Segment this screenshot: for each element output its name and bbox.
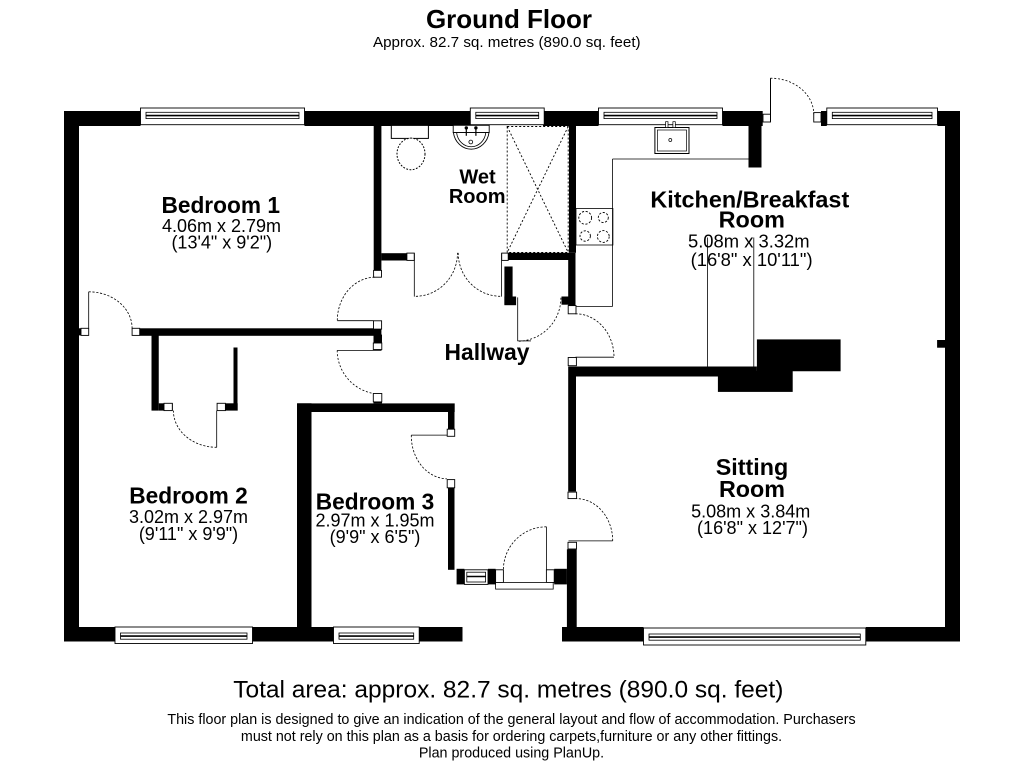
svg-text:Room: Room xyxy=(719,476,785,502)
svg-text:Hallway: Hallway xyxy=(445,339,530,365)
svg-text:Approx. 82.7 sq. metres (890.0: Approx. 82.7 sq. metres (890.0 sq. feet) xyxy=(373,34,641,51)
svg-text:(16'8" x 12'7"): (16'8" x 12'7") xyxy=(697,518,808,538)
svg-text:Kitchen/Breakfast: Kitchen/Breakfast xyxy=(650,186,849,212)
svg-text:5.08m x 3.84m: 5.08m x 3.84m xyxy=(691,501,810,521)
svg-text:Sitting: Sitting xyxy=(716,454,788,480)
svg-text:3.02m x 2.97m: 3.02m x 2.97m xyxy=(129,507,248,527)
svg-text:(9'9" x 6'5"): (9'9" x 6'5") xyxy=(330,527,421,547)
svg-text:Wet: Wet xyxy=(459,167,496,189)
svg-text:4.06m x 2.79m: 4.06m x 2.79m xyxy=(162,216,281,236)
svg-text:Room: Room xyxy=(449,186,506,208)
svg-text:Plan produced using PlanUp.: Plan produced using PlanUp. xyxy=(419,746,604,762)
svg-text:Bedroom 2: Bedroom 2 xyxy=(129,483,248,509)
svg-text:must not rely on this plan as: must not rely on this plan as a basis fo… xyxy=(241,729,782,745)
svg-text:Total area: approx. 82.7 sq. m: Total area: approx. 82.7 sq. metres (890… xyxy=(233,677,783,704)
svg-text:5.08m x 3.32m: 5.08m x 3.32m xyxy=(688,231,810,252)
svg-text:(16'8" x 10'11"): (16'8" x 10'11") xyxy=(691,249,813,270)
svg-text:Room: Room xyxy=(719,207,785,233)
svg-text:(13'4" x 9'2"): (13'4" x 9'2") xyxy=(171,232,272,252)
svg-text:Ground Floor: Ground Floor xyxy=(426,4,592,34)
svg-text:This floor plan is designed to: This floor plan is designed to give an i… xyxy=(167,712,855,728)
svg-text:Bedroom 3: Bedroom 3 xyxy=(316,489,435,515)
svg-text:Bedroom 1: Bedroom 1 xyxy=(161,192,280,218)
svg-text:2.97m x 1.95m: 2.97m x 1.95m xyxy=(315,511,434,531)
svg-text:(9'11" x 9'9"): (9'11" x 9'9") xyxy=(139,524,238,544)
